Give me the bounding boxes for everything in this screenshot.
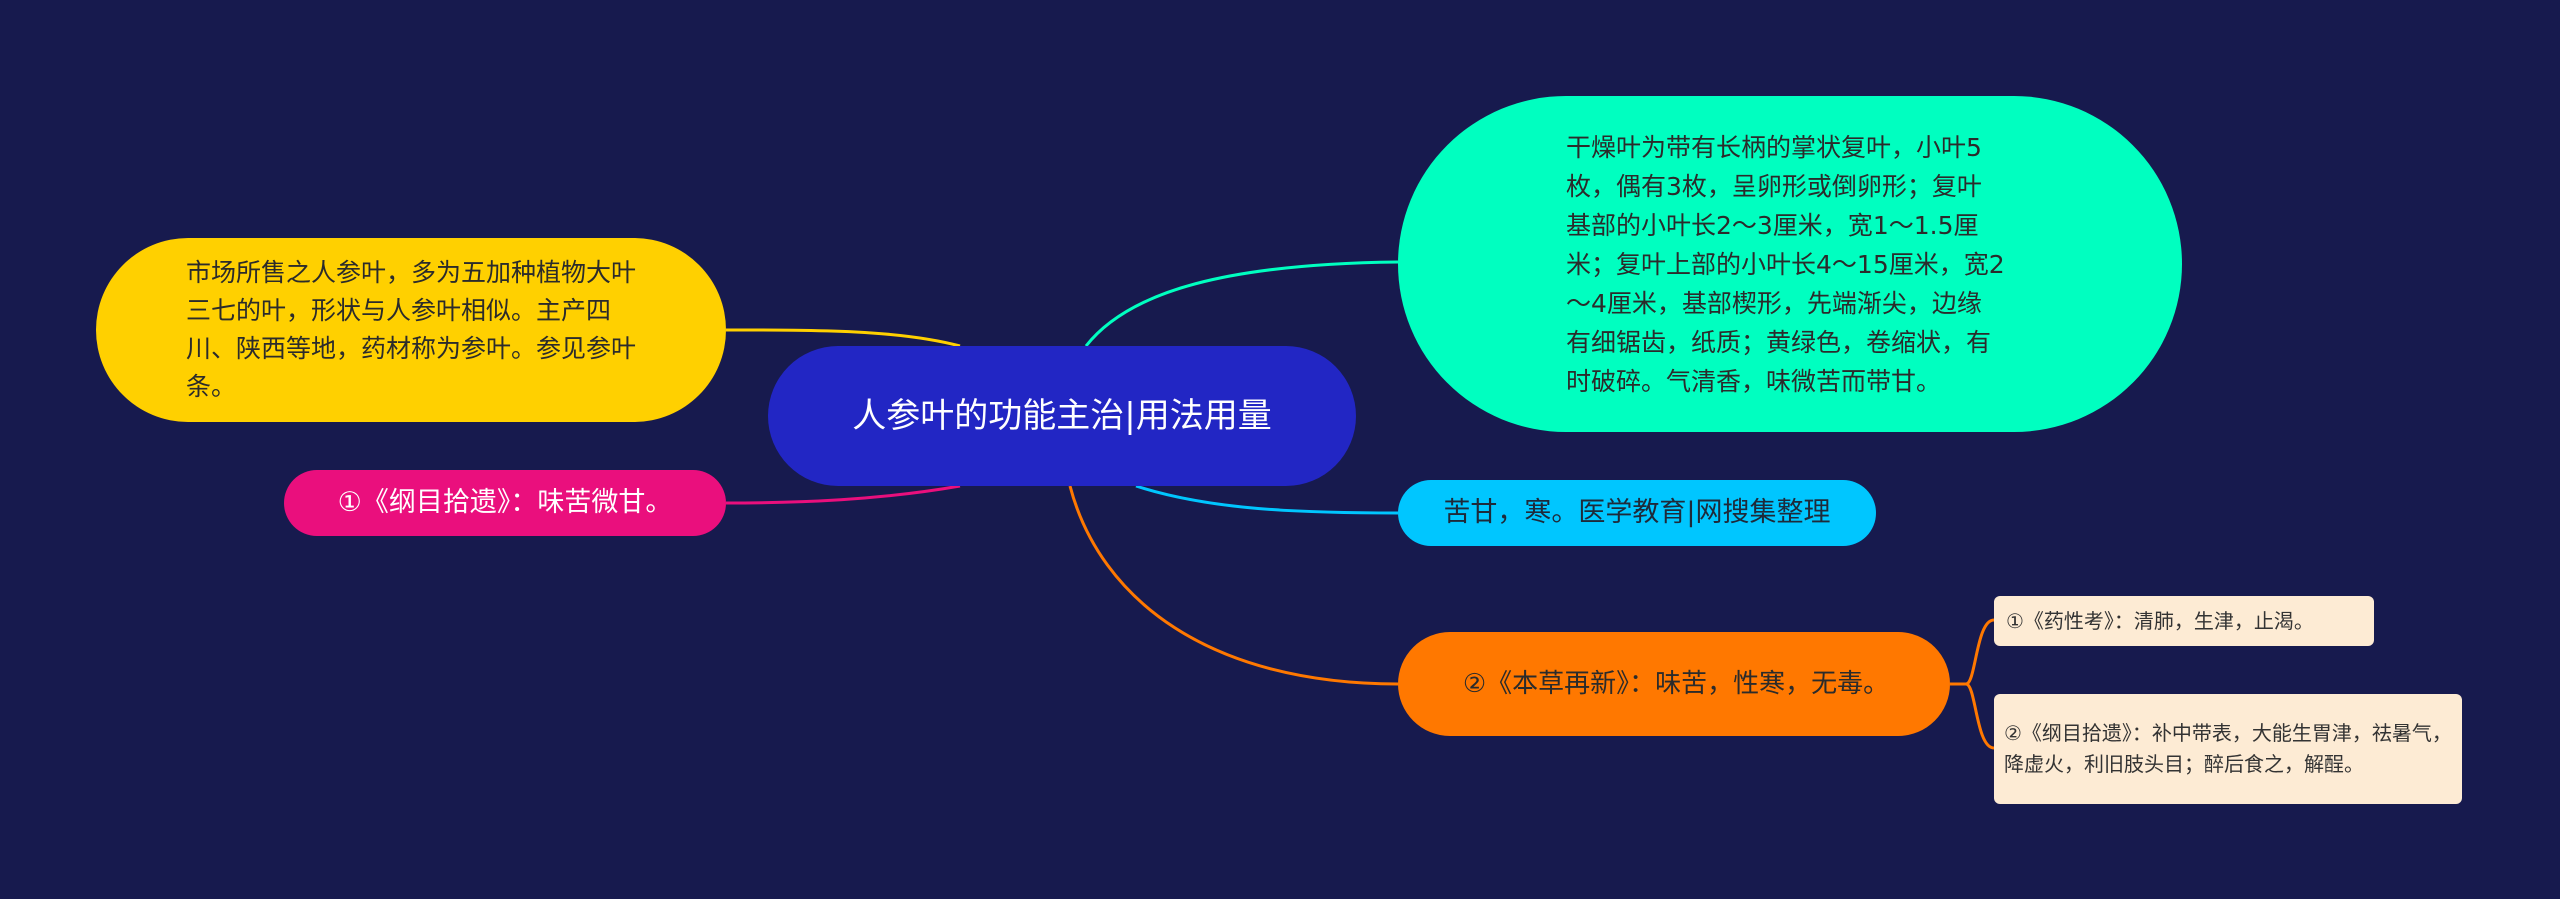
gangmu-effect-text: ②《纲目拾遗》：补中带表，大能生胃津，祛暑气，降虚火，利旧肢头目；醉后食之，解酲… (2004, 721, 2452, 776)
bencao-node[interactable]: ②《本草再新》：味苦，性寒，无毒。 (1398, 632, 1950, 736)
yaoxingkao-leaf[interactable]: ①《药性考》：清肺，生津，止渴。 (1994, 596, 2374, 646)
link-root-cyan (1135, 484, 1399, 515)
link-root-yellow (725, 328, 961, 348)
link-orange-leaf2 (1965, 682, 1995, 750)
nature-node[interactable]: 苦甘，寒。医学教育|网搜集整理 (1398, 480, 1876, 546)
bencao-text: ②《本草再新》：味苦，性寒，无毒。 (1462, 669, 1890, 699)
description-node[interactable]: 市场所售之人参叶，多为五加种植物大叶三七的叶，形状与人参叶相似。主产四川、陕西等… (96, 238, 726, 422)
link-root-green (1084, 260, 1399, 347)
gangmu-taste-text: ①《纲目拾遗》：味苦微甘。 (337, 487, 673, 518)
description-text: 市场所售之人参叶，多为五加种植物大叶三七的叶，形状与人参叶相似。主产四川、陕西等… (186, 258, 637, 401)
link-root-orange (1068, 485, 1399, 686)
gangmu-taste-node[interactable]: ①《纲目拾遗》：味苦微甘。 (284, 470, 726, 536)
link-root-pink (725, 484, 961, 505)
morphology-text: 干燥叶为带有长柄的掌状复叶，小叶5枚，偶有3枚，呈卵形或倒卵形；复叶基部的小叶长… (1566, 132, 2005, 396)
morphology-node[interactable]: 干燥叶为带有长柄的掌状复叶，小叶5枚，偶有3枚，呈卵形或倒卵形；复叶基部的小叶长… (1398, 96, 2182, 432)
root-topic-label: 人参叶的功能主治|用法用量 (852, 396, 1272, 436)
root-topic-node[interactable]: 人参叶的功能主治|用法用量 (768, 346, 1356, 486)
link-orange-leaf1 (1950, 618, 1995, 686)
yaoxingkao-text: ①《药性考》：清肺，生津，止渴。 (2006, 609, 2314, 633)
gangmu-effect-leaf[interactable]: ②《纲目拾遗》：补中带表，大能生胃津，祛暑气，降虚火，利旧肢头目；醉后食之，解酲… (1994, 694, 2462, 804)
nature-text: 苦甘，寒。医学教育|网搜集整理 (1443, 497, 1831, 528)
